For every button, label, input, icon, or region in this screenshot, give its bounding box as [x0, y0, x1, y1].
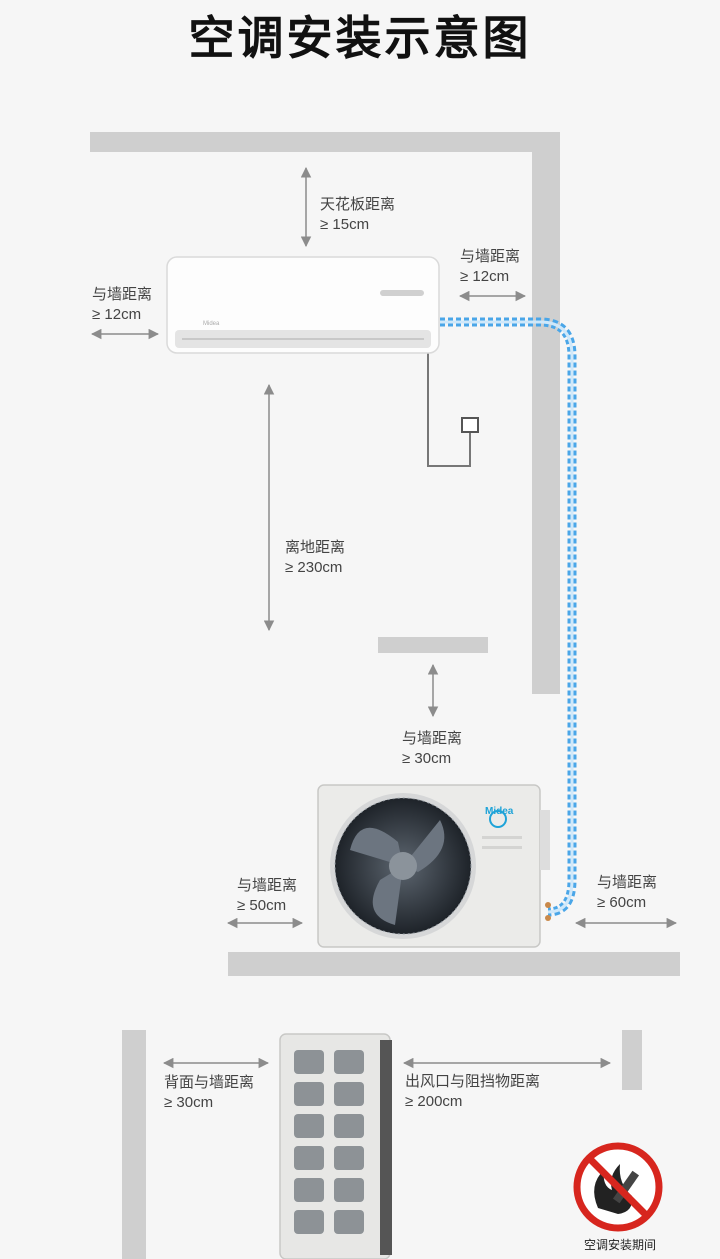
brand-logo: Midea [485, 806, 514, 817]
back-distance-value: ≥ 30cm [164, 1094, 214, 1111]
svg-text:Midea: Midea [203, 321, 220, 327]
right-outdoor-name: 与墙距离 [597, 874, 658, 891]
ceiling-slab [90, 132, 560, 152]
refrigerant-pipe-core [440, 320, 574, 914]
right-wall-indoor-label: 与墙距离 ≥ 12cm [460, 247, 520, 287]
dimension-arrows [90, 166, 678, 1069]
wall-structure [90, 132, 680, 1259]
above-outdoor-value: ≥ 30cm [402, 750, 452, 767]
right-outdoor-label: 与墙距离 ≥ 60cm [597, 873, 657, 913]
outlet-distance-label: 出风口与阻挡物距离 ≥ 200cm [405, 1072, 540, 1112]
right-wall-indoor-name: 与墙距离 [460, 248, 521, 265]
outlet-distance-name: 出风口与阻挡物距离 [405, 1073, 541, 1090]
right-wall-indoor-value: ≥ 12cm [460, 268, 510, 285]
back-distance-label: 背面与墙距离 ≥ 30cm [164, 1073, 254, 1113]
notice-text: 空调安装期间 [583, 1238, 656, 1252]
above-outdoor-name: 与墙距离 [402, 730, 463, 747]
left-wall-indoor-value: ≥ 12cm [92, 306, 142, 323]
floor-slab [228, 952, 680, 976]
no-fire-icon [573, 1142, 663, 1232]
ceiling-distance-label: 天花板距离 ≥ 15cm [320, 195, 395, 235]
floor-distance-label: 离地距离 ≥ 230cm [285, 538, 345, 578]
ceiling-distance-name: 天花板距离 [320, 196, 396, 213]
back-wall-bottom [122, 1030, 146, 1259]
indoor-unit: Midea [166, 256, 440, 354]
outlet-distance-value: ≥ 200cm [405, 1093, 463, 1110]
power-socket [461, 417, 479, 433]
left-outdoor-label: 与墙距离 ≥ 50cm [237, 876, 297, 916]
left-outdoor-name: 与墙距离 [237, 877, 298, 894]
back-distance-name: 背面与墙距离 [164, 1074, 255, 1091]
ceiling-distance-value: ≥ 15cm [320, 216, 370, 233]
power-cord [427, 352, 471, 467]
left-outdoor-value: ≥ 50cm [237, 897, 287, 914]
above-outdoor-label: 与墙距离 ≥ 30cm [402, 729, 462, 769]
right-outdoor-value: ≥ 60cm [597, 894, 647, 911]
floor-distance-name: 离地距离 [285, 539, 346, 556]
page-title: 空调安装示意图 [188, 11, 532, 65]
outdoor-unit-side [279, 1033, 392, 1259]
right-wall [532, 132, 560, 694]
outdoor-unit [317, 784, 551, 948]
obstacle [622, 1030, 642, 1090]
left-wall-indoor-name: 与墙距离 [92, 286, 153, 303]
overhang-slab [378, 637, 488, 653]
floor-distance-value: ≥ 230cm [285, 559, 343, 576]
left-wall-indoor-label: 与墙距离 ≥ 12cm [92, 285, 152, 325]
